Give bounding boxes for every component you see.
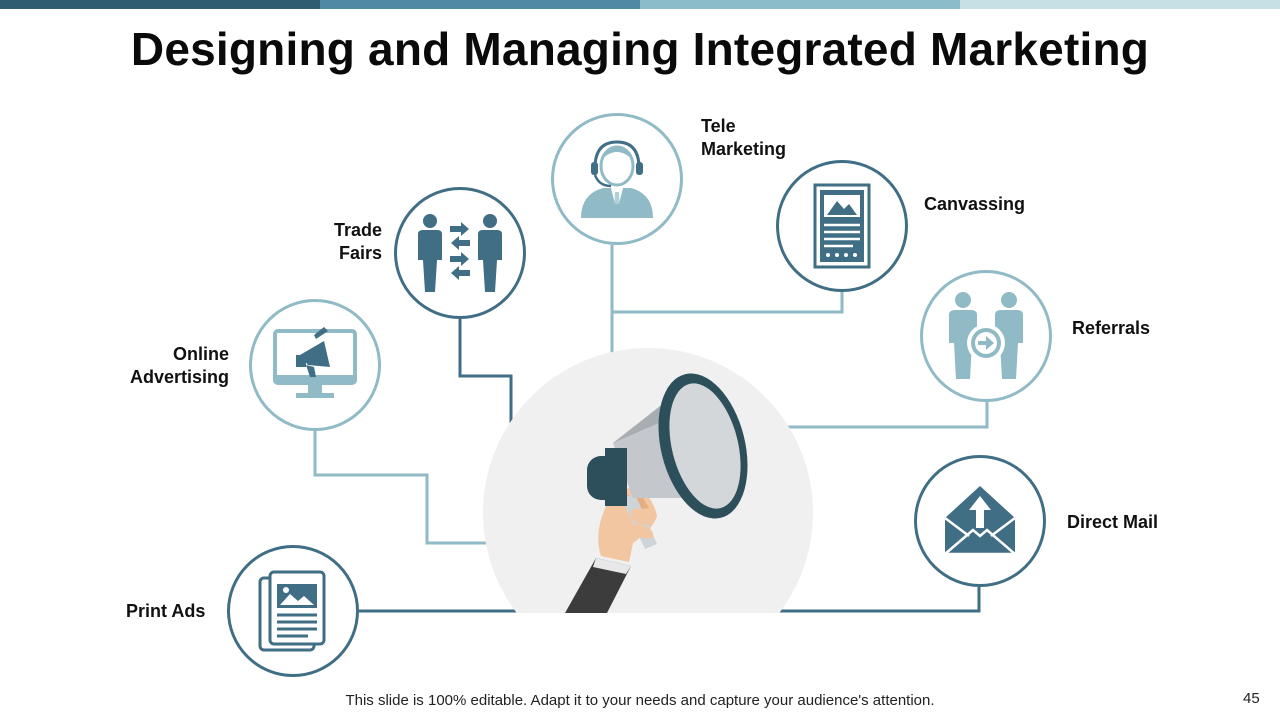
label-direct-mail: Direct Mail — [1067, 511, 1158, 534]
label-referrals-text: Referrals — [1072, 318, 1151, 338]
node-tele-marketing — [551, 113, 683, 245]
central-hub — [483, 348, 813, 613]
label-print-ads: Print Ads — [126, 600, 205, 623]
connector-direct-mail — [779, 587, 981, 613]
headset-agent-icon — [581, 140, 653, 218]
label-online-advertising: Online Advertising — [123, 343, 229, 389]
newspaper-icon — [258, 570, 326, 652]
connector-canvassing — [612, 291, 844, 314]
label-trade-fairs-line1: Trade — [333, 220, 382, 240]
people-exchange-icon — [418, 214, 502, 292]
accent-segment-1 — [0, 0, 320, 9]
accent-segment-4 — [960, 0, 1280, 9]
label-trade-fairs-line2: Fairs — [338, 243, 382, 263]
label-online-advertising-line2: Advertising — [129, 367, 229, 387]
referral-people-icon — [949, 292, 1023, 379]
label-direct-mail-text: Direct Mail — [1067, 512, 1159, 532]
slide-footer: This slide is 100% editable. Adapt it to… — [345, 692, 935, 709]
top-accent-bar — [0, 0, 1280, 9]
label-referrals: Referrals — [1072, 317, 1150, 340]
label-online-advertising-line1: Online — [172, 344, 229, 364]
node-trade-fairs — [394, 187, 526, 319]
connector-trade-fairs — [458, 319, 513, 425]
node-canvassing — [776, 160, 908, 292]
label-tele-marketing: Tele Marketing — [701, 115, 786, 161]
connector-online-advertising — [313, 430, 490, 545]
envelope-upload-icon — [943, 486, 1017, 556]
node-direct-mail — [914, 455, 1046, 587]
megaphone-icon — [565, 373, 748, 613]
label-trade-fairs: Trade Fairs — [300, 219, 382, 265]
page-number: 45 — [1243, 690, 1260, 707]
label-tele-marketing-line2: Marketing — [701, 139, 787, 159]
flyer-icon — [813, 183, 871, 269]
label-tele-marketing-line1: Tele — [701, 116, 736, 136]
slide-title: Designing and Managing Integrated Market… — [130, 23, 1150, 75]
label-canvassing: Canvassing — [924, 193, 1025, 216]
accent-segment-2 — [320, 0, 640, 9]
accent-segment-3 — [640, 0, 960, 9]
node-referrals — [920, 270, 1052, 402]
connector-referrals — [788, 402, 989, 429]
node-online-advertising — [249, 299, 381, 431]
label-print-ads-text: Print Ads — [126, 601, 206, 621]
node-print-ads — [227, 545, 359, 677]
monitor-megaphone-icon — [273, 327, 357, 398]
label-canvassing-text: Canvassing — [924, 194, 1026, 214]
